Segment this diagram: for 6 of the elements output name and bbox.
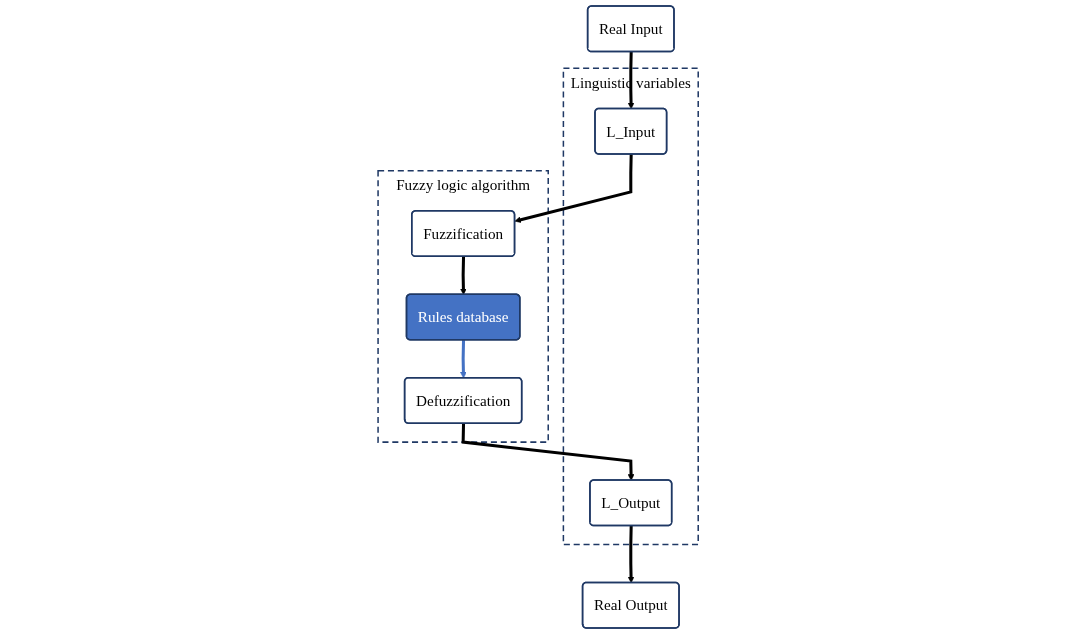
arrow xyxy=(514,154,633,223)
arrow xyxy=(627,51,635,110)
arrow xyxy=(459,256,467,295)
arrow xyxy=(461,423,635,481)
arrow xyxy=(459,340,467,379)
arrow xyxy=(627,525,635,584)
